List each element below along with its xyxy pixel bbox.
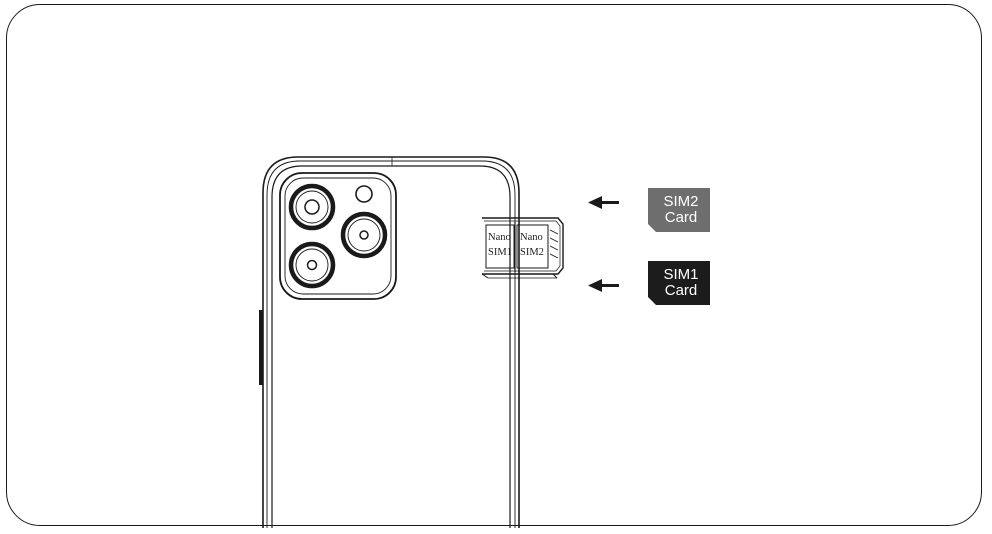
sim-tray (481, 217, 564, 279)
flash-icon (355, 185, 373, 203)
sim1-card-line2: Card (664, 282, 698, 299)
arrow-left-icon (588, 279, 619, 292)
camera-module (279, 172, 397, 300)
camera-lens-bottom-icon (288, 241, 336, 289)
sim2-card-label: SIM2 Card (652, 194, 710, 226)
tray-slot1-line2: SIM1 (488, 247, 512, 258)
sim2-card-line1: SIM2 (663, 193, 699, 210)
sim2-card-line2: Card (664, 209, 698, 226)
arrow-left-icon (588, 196, 619, 209)
side-button (259, 310, 263, 385)
sim1-card-line1: SIM1 (663, 266, 699, 283)
phone-body (262, 156, 520, 528)
sim2-card-shape (648, 188, 710, 232)
tray-slot1-line1: Nano (488, 232, 511, 243)
sim1-card-label: SIM1 Card (652, 267, 710, 299)
diagram-frame (6, 4, 982, 526)
tray-slot2-line2: SIM2 (520, 247, 544, 258)
sim1-card-shape (648, 261, 710, 305)
camera-lens-right-icon (340, 211, 388, 259)
camera-lens-top-icon (288, 183, 336, 231)
tray-slot2-line1: Nano (520, 232, 543, 243)
